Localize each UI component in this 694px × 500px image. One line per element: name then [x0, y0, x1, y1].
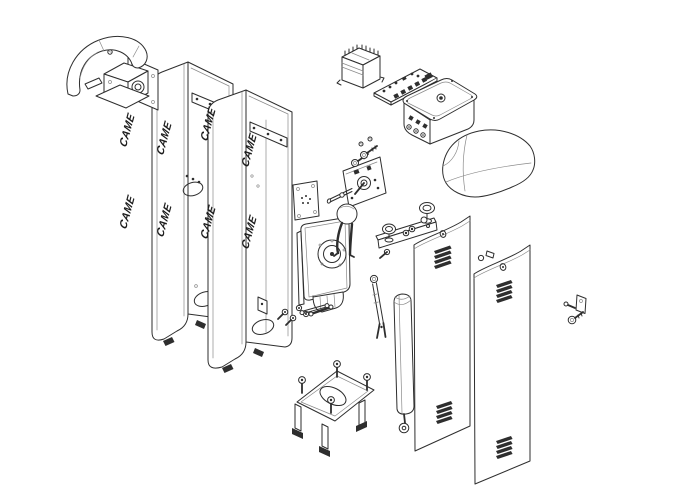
anchor-base-plate [292, 360, 375, 457]
release-lock-plate [326, 156, 387, 208]
came-logo: CAME [118, 193, 138, 231]
control-box [402, 78, 478, 145]
cabinet-post-right [207, 89, 293, 373]
transmission-tie-rod [369, 274, 387, 339]
release-keys [351, 136, 378, 167]
door-lock-with-key [563, 294, 587, 325]
release-lever-pin [333, 203, 358, 258]
flashing-lamp [66, 36, 150, 109]
balance-spring [393, 293, 415, 434]
gearmotor-assembly [295, 217, 351, 318]
transformer [336, 44, 385, 89]
door-panel-front [413, 215, 471, 452]
door-panel-rear [473, 244, 531, 485]
top-cover [442, 129, 536, 198]
came-logo: CAME [118, 111, 138, 149]
fastener-kit [277, 303, 330, 326]
access-cover-plate [292, 180, 320, 221]
